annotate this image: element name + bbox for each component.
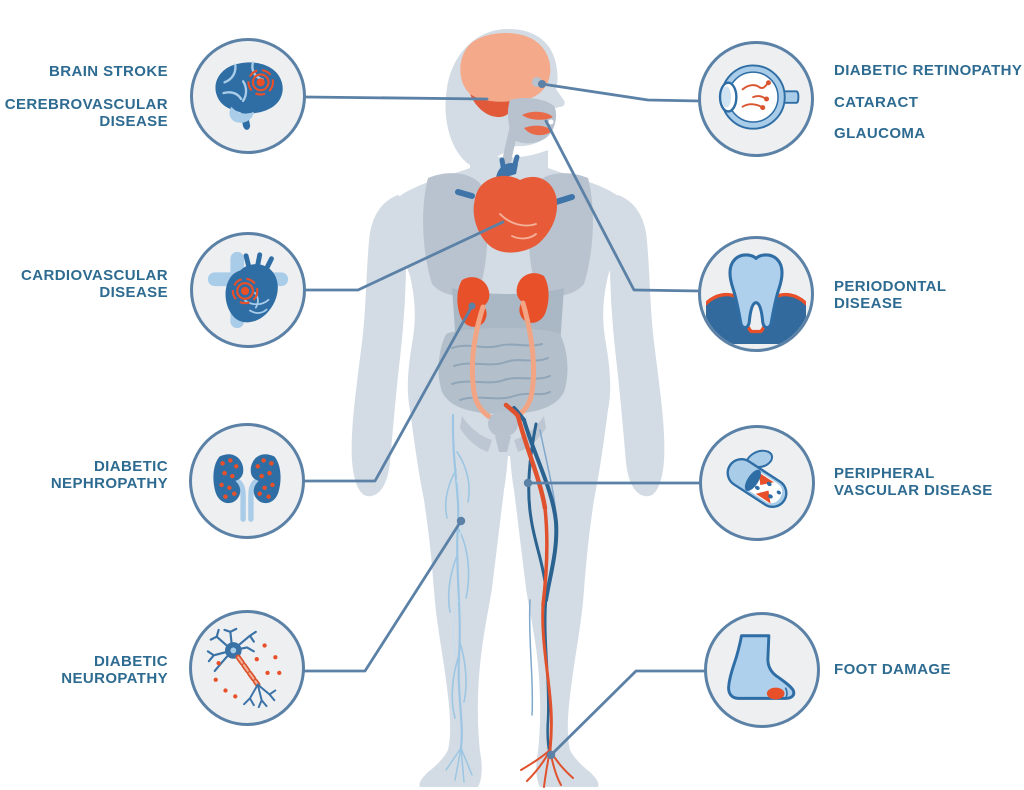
label-peripheral-vascular: PERIPHERAL VASCULAR DISEASE [834, 465, 993, 499]
label-glaucoma: GLAUCOMA [834, 125, 926, 142]
periodontal-circle [698, 236, 814, 352]
kidneys-organ [457, 273, 549, 422]
tooth-icon [706, 253, 806, 344]
connector-heart [304, 220, 505, 292]
connector-dots [456, 80, 556, 760]
label-periodontal: PERIODONTAL DISEASE [834, 278, 947, 312]
leg-nerves [444, 413, 473, 783]
connector-lines [302, 82, 708, 757]
intestines [438, 328, 568, 414]
label-neuropathy: DIABETIC NEUROPATHY [61, 653, 168, 687]
stroke-target [247, 69, 275, 96]
kidneys-icon [213, 454, 281, 522]
torso-legs-silhouette [385, 150, 633, 787]
heart-icon [207, 251, 289, 329]
connector-brain [304, 95, 489, 101]
label-foot-damage: FOOT DAMAGE [834, 661, 951, 678]
retinopathy-circle [698, 41, 814, 157]
neuropathy-circle [189, 610, 305, 726]
eye-icon [718, 64, 800, 130]
nephropathy-circle [189, 423, 305, 539]
leg-vessels [503, 402, 574, 788]
label-cardiovascular: CARDIOVASCULAR DISEASE [21, 267, 168, 301]
blood-vessel-icon [726, 449, 788, 508]
label-cerebrovascular: CEREBROVASCULAR DISEASE [4, 96, 168, 130]
peripheral-vascular-circle [699, 425, 815, 541]
label-retinopathy: DIABETIC RETINOPATHY [834, 62, 1023, 79]
connector-nerve [302, 519, 463, 673]
connector-kidney [303, 304, 474, 483]
connector-eye [540, 82, 702, 103]
foot-damage-circle [704, 612, 820, 728]
brain-stroke-circle [190, 38, 306, 154]
cardiovascular-circle [190, 232, 306, 348]
label-cataract: CATARACT [834, 94, 919, 111]
label-nephropathy: DIABETIC NEPHROPATHY [50, 458, 168, 492]
label-brain-stroke: BRAIN STROKE [49, 63, 168, 80]
heart-organ [455, 154, 575, 253]
foot-icon [727, 634, 796, 700]
neuron-icon [206, 627, 282, 709]
face-details [507, 77, 557, 144]
brain-icon [215, 61, 283, 130]
connector-foot [549, 669, 708, 757]
connector-mouth [544, 119, 702, 293]
stroke-target [231, 277, 259, 305]
